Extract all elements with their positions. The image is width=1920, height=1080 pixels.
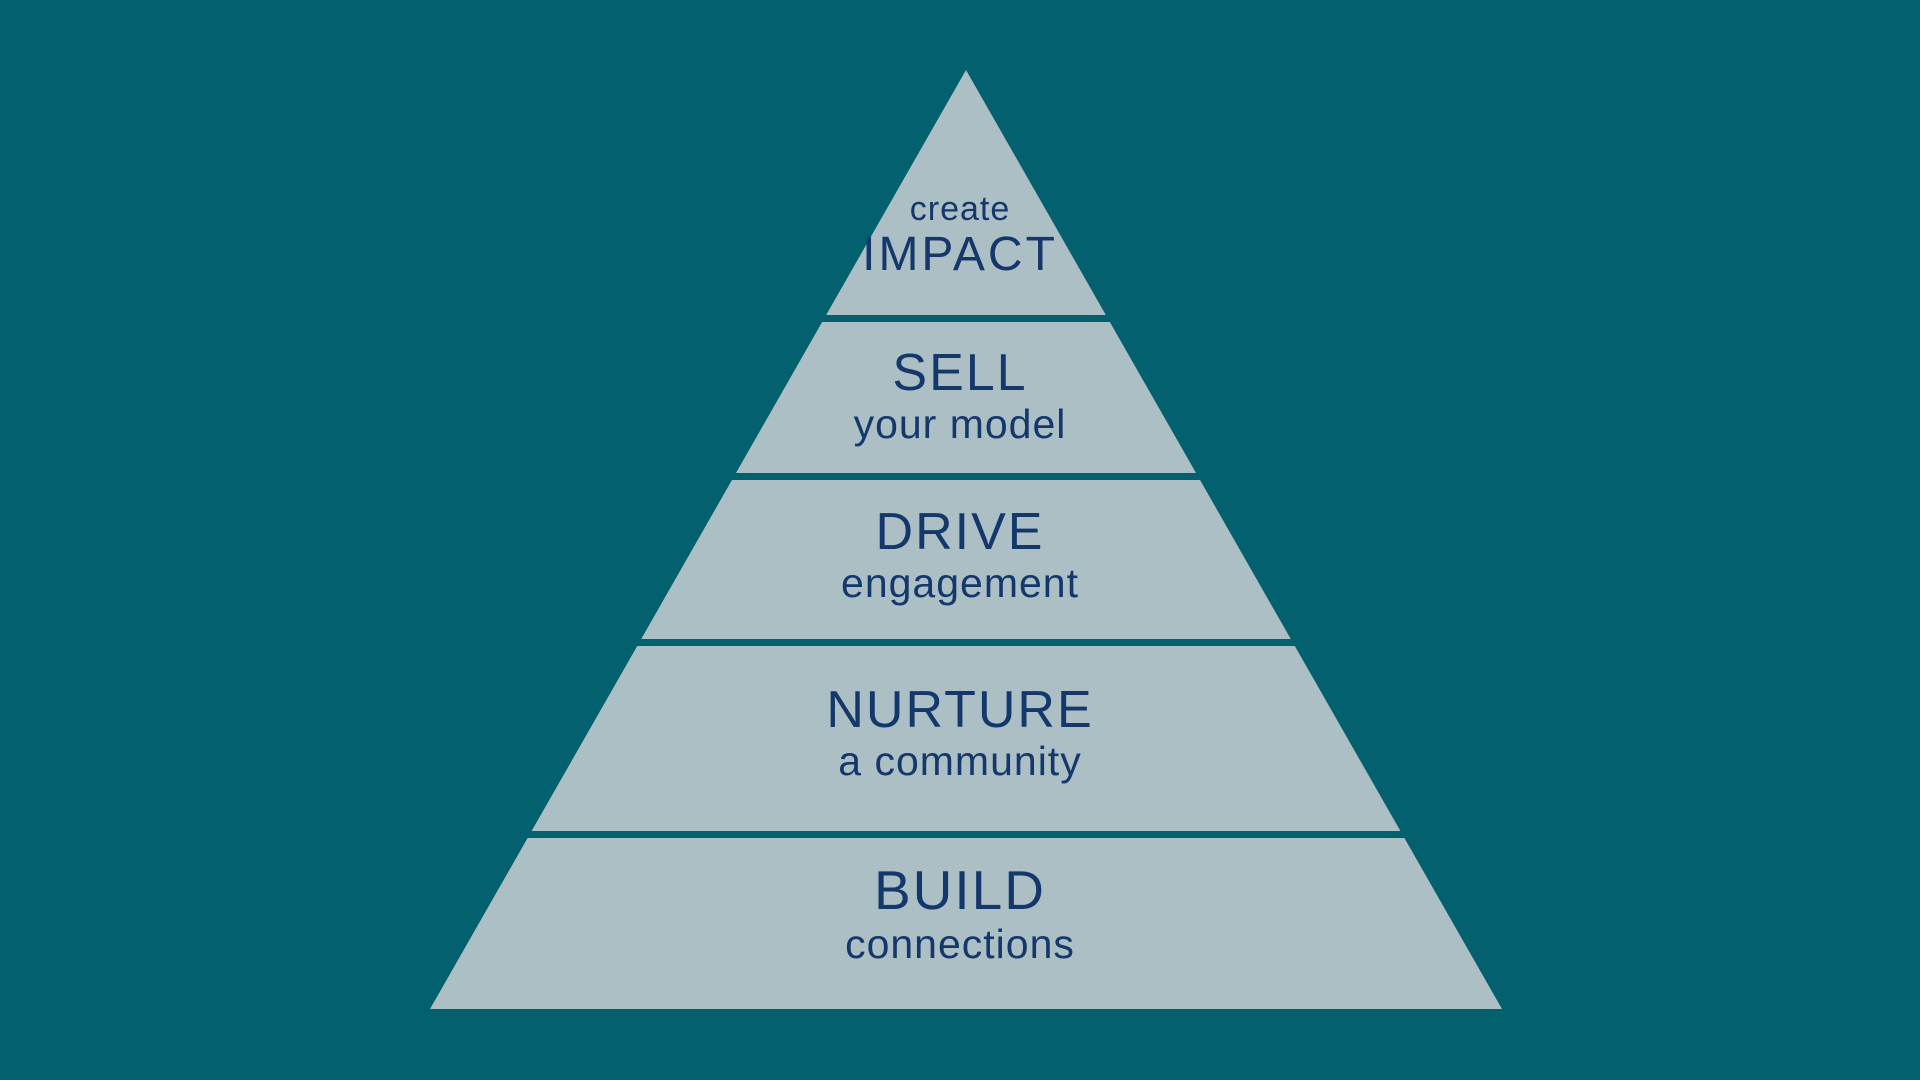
level-divider-4: [340, 831, 1580, 838]
level-divider-1: [340, 315, 1580, 322]
level-divider-2: [340, 473, 1580, 480]
level-divider-3: [340, 639, 1580, 646]
